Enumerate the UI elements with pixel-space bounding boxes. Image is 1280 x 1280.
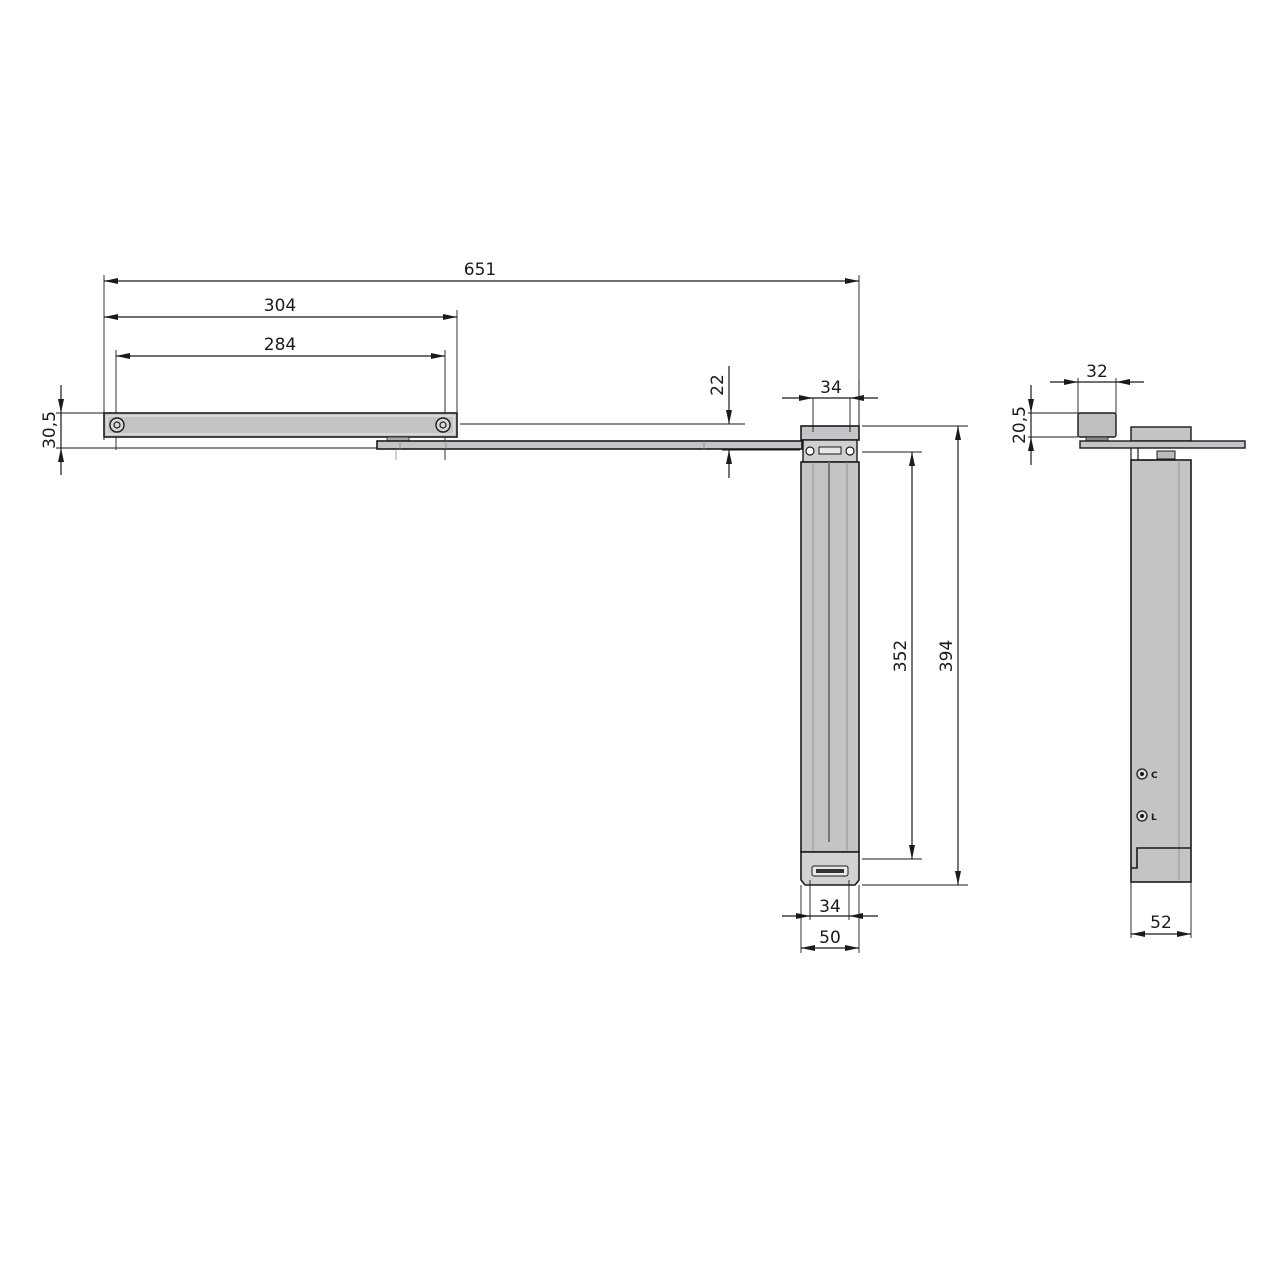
dim-34-bottom: 34: [819, 897, 841, 917]
side-view: C L 32 20,5 52: [1010, 362, 1246, 938]
dim-30-5: 30,5: [40, 411, 60, 449]
side-rail: [1079, 440, 1246, 449]
dim-284: 284: [264, 335, 296, 355]
dim-22: 22: [708, 374, 728, 396]
screw-hole-left: [109, 417, 125, 433]
dim-651: 651: [464, 260, 496, 280]
dim-352: 352: [891, 640, 911, 672]
arm-body: [103, 412, 458, 438]
dim-50: 50: [819, 928, 841, 948]
valve-label-l: L: [1151, 813, 1157, 823]
slide-block: [1077, 412, 1117, 438]
slide-rail: [376, 440, 803, 450]
valve-label-c: C: [1151, 771, 1158, 781]
dim-394: 394: [937, 640, 957, 672]
dim-34-top: 34: [820, 378, 842, 398]
dim-20-5: 20,5: [1010, 406, 1030, 444]
screw-hole-right: [435, 417, 451, 433]
top-view: 651 304 284 30,5 22: [40, 260, 860, 478]
dim-32: 32: [1086, 362, 1108, 382]
front-view: 34 352 394 34 50: [782, 378, 968, 953]
dim-304: 304: [264, 296, 296, 316]
dim-52: 52: [1150, 913, 1172, 933]
